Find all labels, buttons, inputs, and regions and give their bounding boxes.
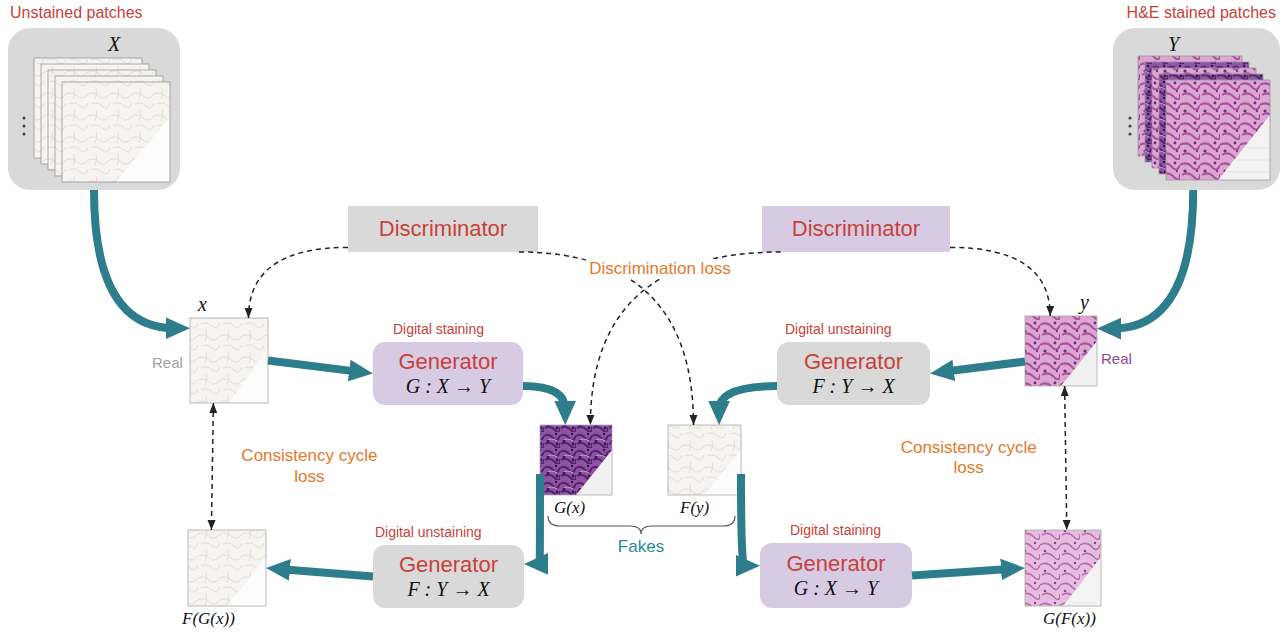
patch-symbol: x [198, 293, 207, 316]
part-rect [188, 530, 266, 606]
flow-arrow [268, 361, 358, 372]
stained-stack [1128, 56, 1270, 180]
patch-symbol: y [1080, 291, 1089, 314]
box-label: Discriminator [792, 216, 920, 241]
part-path [1226, 148, 1270, 172]
part-polygon [1061, 341, 1097, 386]
part-rect [1025, 530, 1101, 606]
loss-arrow [1065, 386, 1067, 530]
math-label: G : X → Y [794, 577, 878, 600]
panel-heading: Unstained patches [10, 4, 143, 22]
math-label: G : X → Y [406, 375, 490, 398]
flow-arrow [719, 386, 777, 409]
edge-label: Consistency cycle loss [234, 446, 384, 487]
box-label: Discriminator [379, 216, 507, 241]
part-g [62, 82, 170, 182]
step-heading: Digital unstaining [375, 524, 482, 540]
part-rect [1025, 316, 1097, 386]
box-label: Generator [398, 349, 497, 374]
part-circle [22, 124, 25, 127]
patch-gx [540, 425, 612, 495]
patch-label: F(y) [680, 498, 709, 518]
patch-x [190, 318, 268, 403]
part-rect [1166, 80, 1270, 180]
part-rect [668, 425, 741, 495]
flow-arrow [536, 474, 544, 564]
unstained-stack [22, 58, 170, 182]
part-polygon [227, 557, 266, 606]
generator-box: Digital unstainingGeneratorF : Y → X [777, 342, 930, 405]
part-rect [190, 318, 268, 403]
generator-box: Digital stainingGeneratorG : X → Y [760, 543, 912, 608]
part-rect [190, 318, 268, 403]
panel-heading: H&E stained patches [1127, 4, 1276, 22]
part-rect [540, 425, 612, 495]
generator-box: Digital stainingGeneratorG : X → Y [373, 342, 523, 405]
real-tag: Real [152, 354, 183, 371]
part-circle [22, 132, 25, 135]
patch-gfx [1025, 530, 1101, 606]
real-tag: Real [1101, 350, 1132, 367]
part-circle [1128, 124, 1131, 127]
discriminator-box: Discriminator [762, 206, 950, 252]
patch-fgx [188, 530, 266, 606]
group-label: Fakes [618, 537, 664, 557]
loss-arrow [950, 247, 1050, 316]
part-polygon [229, 348, 268, 403]
part-rect [1166, 80, 1270, 180]
patch-fy [668, 425, 741, 495]
patch-label: F(G(x)) [182, 609, 235, 629]
part-rect [1025, 316, 1097, 386]
fakes-bracket [548, 516, 735, 534]
flow-arrow [282, 569, 373, 576]
generator-box: Digital unstainingGeneratorF : Y → X [373, 545, 524, 608]
part-polygon [1218, 115, 1270, 180]
flow-arrow [912, 569, 1009, 576]
set-symbol: X [108, 33, 120, 56]
part-polygon [576, 450, 612, 495]
patch-label: G(x) [554, 498, 585, 518]
step-heading: Digital staining [393, 321, 484, 337]
step-heading: Digital staining [790, 522, 881, 538]
edge-label: Consistency cycle loss [894, 438, 1044, 479]
flow-arrow [946, 362, 1026, 372]
box-label: Generator [786, 551, 885, 576]
part-rect [188, 530, 266, 606]
patch-y [1025, 316, 1097, 386]
part-polygon [704, 450, 741, 495]
step-heading: Digital unstaining [785, 321, 892, 337]
part-rect [540, 425, 612, 495]
loss-arrow [249, 247, 349, 318]
part-g [1166, 80, 1270, 180]
set-symbol: Y [1168, 33, 1179, 56]
part-polygon [1063, 557, 1101, 606]
part-circle [1128, 132, 1131, 135]
loss-arrow [211, 403, 213, 530]
box-label: Generator [399, 552, 498, 577]
loss-label: Discrimination loss [586, 259, 734, 279]
math-label: F : Y → X [407, 578, 489, 601]
discriminator-box: Discriminator [348, 206, 538, 252]
part-rect [668, 425, 741, 495]
patch-label: G(F(x)) [1043, 609, 1096, 629]
part-rect [1025, 530, 1101, 606]
part-rect [62, 82, 170, 182]
part-circle [22, 116, 25, 119]
flow-arrow [741, 474, 744, 566]
part-circle [1128, 116, 1131, 119]
math-label: F : Y → X [812, 375, 894, 398]
flow-arrow [94, 190, 174, 328]
part-polygon [116, 117, 170, 182]
part-rect [62, 82, 170, 182]
flow-arrow [1113, 190, 1194, 329]
box-label: Generator [804, 349, 903, 374]
flow-arrow [523, 386, 565, 409]
